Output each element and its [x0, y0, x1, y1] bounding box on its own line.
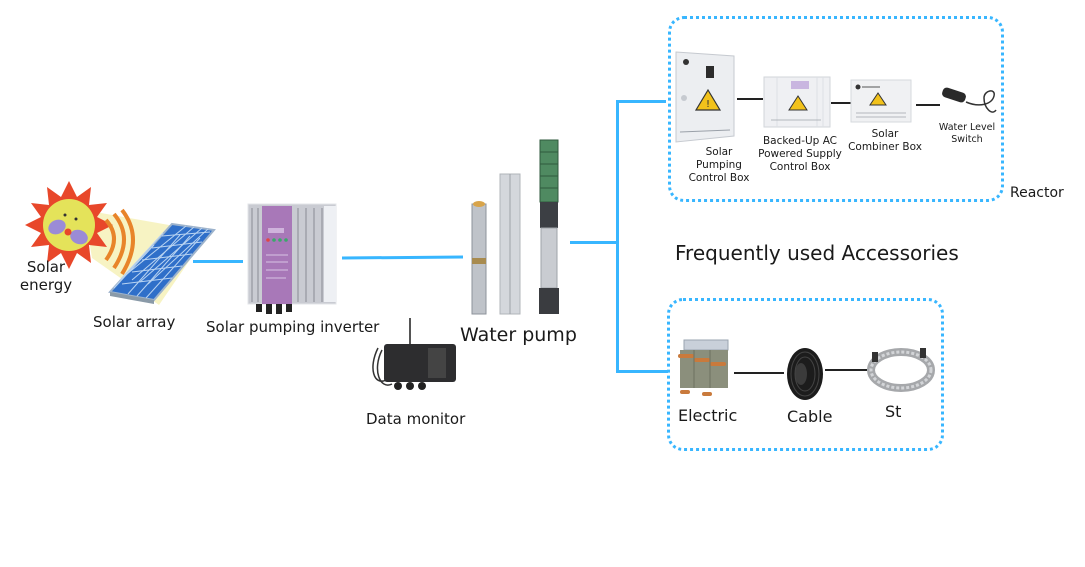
combiner-box-label: Solar Combiner Box [848, 128, 922, 153]
link-box2-box3 [831, 102, 851, 104]
solar-panel-icon [108, 222, 216, 304]
reactor-label: Reactor [1010, 185, 1064, 201]
connector-branch-vertical [616, 100, 619, 372]
link-box1-box2 [737, 98, 763, 100]
solar-energy-label: Solar energy [19, 258, 73, 294]
water-level-switch-icon [942, 87, 997, 113]
steel-rope-icon [867, 348, 935, 392]
data-monitor-label: Data monitor [366, 410, 466, 428]
combiner-box-icon [850, 79, 912, 123]
water-pump-label: Water pump [460, 324, 577, 346]
svg-text:!: ! [706, 99, 710, 110]
connector-branch-top [616, 100, 666, 103]
inverter-icon [247, 203, 337, 314]
electric-label: Electric [678, 406, 738, 425]
cable-coil-icon [787, 348, 823, 400]
steel-rope-label: St [885, 402, 902, 421]
connector-panel-inverter [193, 260, 243, 263]
connector-pump-branch [570, 241, 618, 244]
water-level-switch-label: Water Level Switch [938, 122, 996, 145]
link-box3-switch [916, 104, 940, 106]
solar-array-label: Solar array [93, 313, 176, 331]
inverter-label: Solar pumping inverter [206, 318, 380, 336]
accessory-group-top [668, 16, 1004, 202]
ac-control-box-icon [763, 76, 831, 128]
accessory-group-bottom [667, 298, 944, 451]
data-monitor-icon [372, 318, 456, 390]
control-box-icon: ! [675, 51, 735, 143]
connector-inverter-pump [341, 255, 464, 260]
control-box-label: Solar Pumping Control Box [688, 146, 750, 184]
connector-branch-bottom [616, 370, 668, 373]
electric-reactor-icon [678, 339, 729, 396]
submersible-pump-icon [471, 139, 559, 315]
link-cable-rope [825, 369, 867, 371]
link-reactor-cable [734, 372, 784, 374]
cable-label: Cable [787, 407, 833, 426]
ac-control-box-label: Backed-Up AC Powered Supply Control Box [758, 135, 842, 173]
accessories-heading: Frequently used Accessories [675, 241, 959, 265]
